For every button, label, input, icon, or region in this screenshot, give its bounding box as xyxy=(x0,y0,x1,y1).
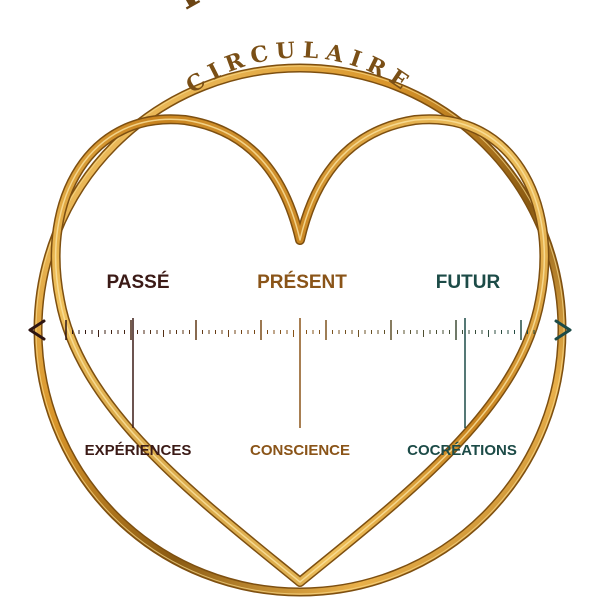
future-arrow-icon xyxy=(554,319,572,341)
future-caption: COCRÉATIONS xyxy=(407,442,517,459)
present-caption: CONSCIENCE xyxy=(250,442,350,459)
past-caption: EXPÉRIENCES xyxy=(85,442,192,459)
present-label: PRÉSENT xyxy=(257,271,347,293)
diagram-title: TEMPS xyxy=(162,0,437,22)
future-label: FUTUR xyxy=(436,272,501,293)
past-label: PASSÉ xyxy=(106,271,169,293)
past-arrow-icon xyxy=(28,319,46,341)
